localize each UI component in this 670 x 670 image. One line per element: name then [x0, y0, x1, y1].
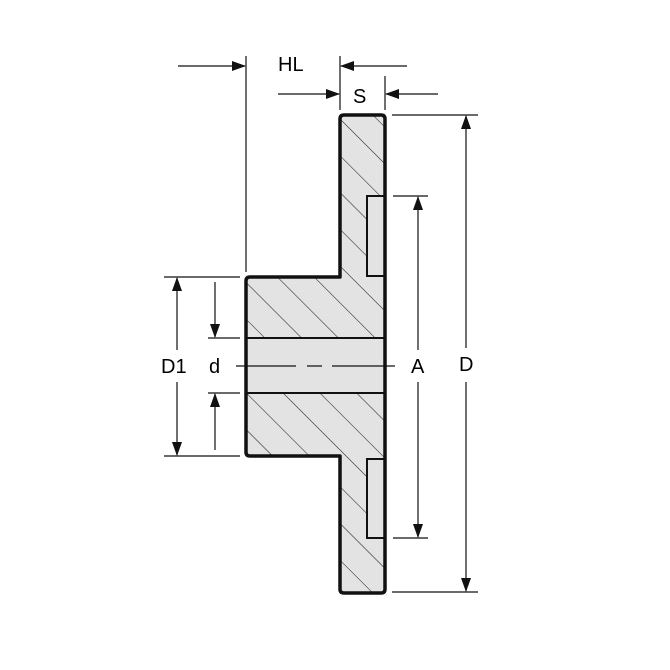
- lower-slot-outline: [366, 458, 384, 539]
- a-label: A: [411, 356, 425, 378]
- bore-dimension: d: [208, 282, 240, 450]
- section-body: [244, 113, 387, 595]
- lower-section: [246, 393, 385, 593]
- upper-tooth-slot: [367, 196, 384, 276]
- d1-label: D1: [161, 356, 187, 378]
- lower-tooth-slot: [367, 459, 384, 539]
- hl-dimension: HL: [178, 54, 407, 272]
- d-outside-label: D: [459, 354, 473, 376]
- upper-section: [246, 115, 385, 338]
- a-dimension: A: [393, 195, 428, 539]
- hl-label: HL: [278, 54, 304, 76]
- upper-slot-outline: [366, 195, 384, 277]
- s-label: S: [353, 86, 366, 108]
- d1-dimension: D1: [161, 276, 240, 457]
- outside-diameter-dimension: D: [392, 114, 478, 593]
- d-label: d: [209, 356, 220, 378]
- s-dimension: S: [278, 76, 438, 110]
